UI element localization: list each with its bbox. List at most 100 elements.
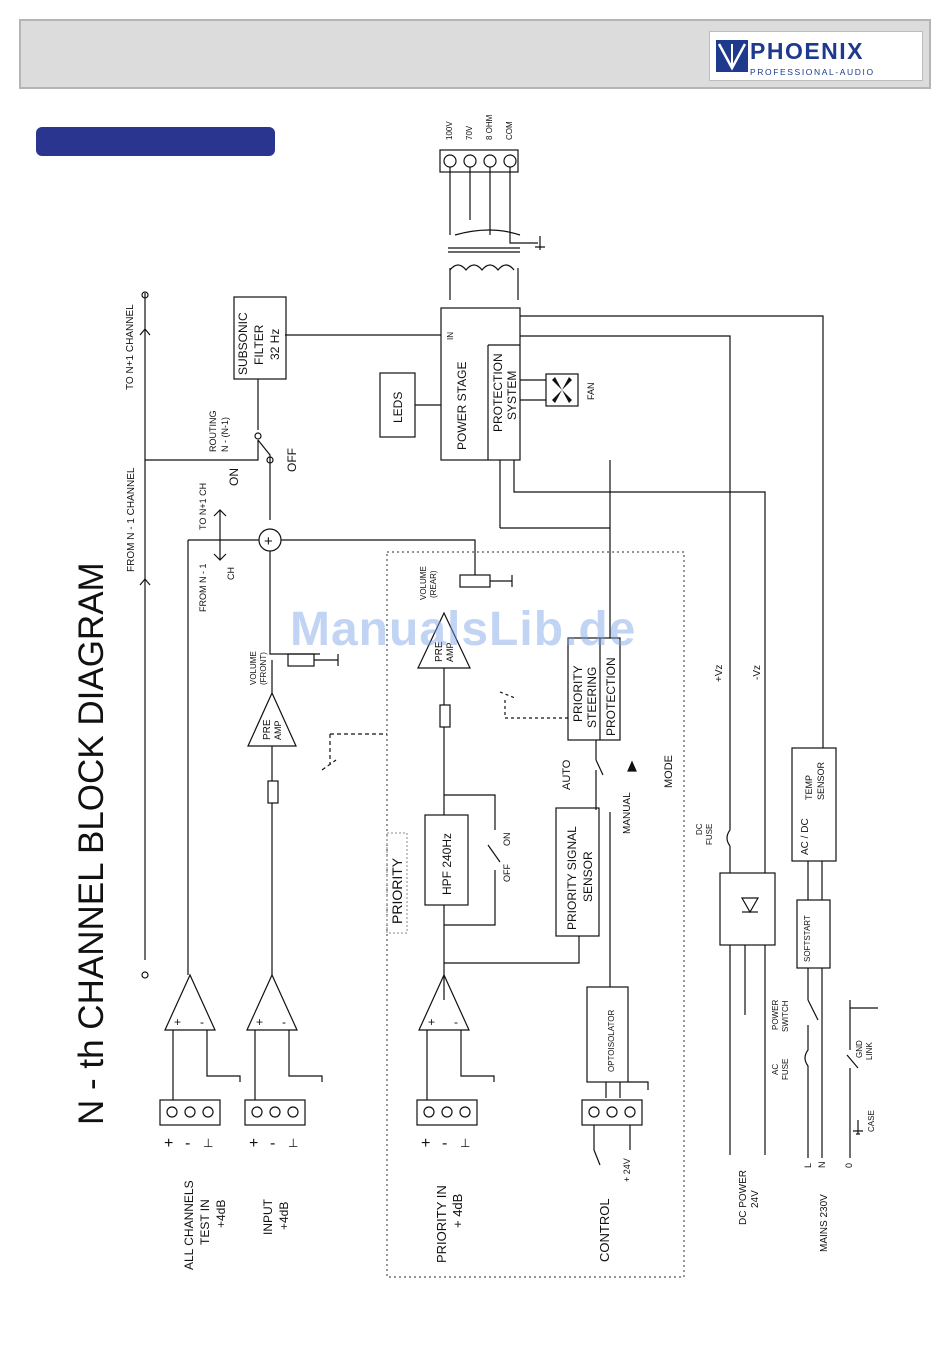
svg-text:IN: IN: [446, 332, 455, 340]
svg-text:CONTROL: CONTROL: [597, 1198, 612, 1262]
svg-text:CASE: CASE: [867, 1110, 876, 1132]
svg-text:MODE: MODE: [663, 755, 675, 788]
svg-text:STEERING: STEERING: [585, 667, 599, 728]
svg-text:ROUTING: ROUTING: [208, 411, 218, 453]
svg-text:-: -: [270, 1135, 275, 1152]
section-tab: [36, 127, 275, 156]
svg-text:MANUAL: MANUAL: [622, 792, 633, 834]
diagram-labels: N - th CHANNEL BLOCK DIAGRAM 100V 70V 8 …: [72, 114, 876, 1270]
svg-text:COM: COM: [505, 121, 514, 140]
svg-text:AC / DC: AC / DC: [800, 818, 811, 855]
svg-text:POWER: POWER: [771, 1000, 780, 1030]
svg-text:⊥: ⊥: [203, 1136, 213, 1150]
svg-text:FUSE: FUSE: [705, 824, 714, 845]
svg-text:(REAR): (REAR): [429, 570, 438, 598]
svg-text:OPTOISOLATOR: OPTOISOLATOR: [607, 1010, 616, 1072]
svg-text:PRIORITY: PRIORITY: [389, 857, 405, 924]
svg-text:SYSTEM: SYSTEM: [505, 371, 519, 420]
svg-text:FROM N - 1 CHANNEL: FROM N - 1 CHANNEL: [126, 467, 137, 572]
brand-logo[interactable]: PHOENIX PROFESSIONAL-AUDIO: [709, 31, 923, 81]
svg-text:+: +: [256, 1015, 263, 1029]
fan-icon: [552, 377, 572, 403]
svg-text:PRIORITY SIGNAL: PRIORITY SIGNAL: [565, 826, 579, 930]
svg-text:SENSOR: SENSOR: [816, 761, 826, 800]
svg-text:+4dB: +4dB: [214, 1200, 228, 1228]
svg-text:POWER STAGE: POWER STAGE: [455, 362, 469, 450]
svg-text:OFF: OFF: [285, 448, 299, 472]
svg-text:FROM N - 1: FROM N - 1: [198, 564, 208, 613]
svg-text:+ 4dB: + 4dB: [450, 1194, 465, 1228]
svg-text:70V: 70V: [465, 125, 474, 140]
header-bar: PHOENIX PROFESSIONAL-AUDIO: [19, 19, 931, 89]
svg-text:ON: ON: [227, 468, 241, 486]
svg-text:OFF: OFF: [502, 864, 512, 882]
svg-text:ALL CHANNELS: ALL CHANNELS: [182, 1180, 196, 1270]
svg-text:INPUT: INPUT: [261, 1198, 275, 1235]
svg-text:-: -: [442, 1135, 447, 1152]
svg-text:VOLUME: VOLUME: [249, 651, 258, 685]
svg-text:ON: ON: [502, 833, 512, 847]
svg-text:+: +: [249, 1135, 258, 1152]
svg-text:GND: GND: [855, 1040, 864, 1058]
svg-text:TO N+1 CHANNEL: TO N+1 CHANNEL: [125, 304, 136, 390]
svg-text:FUSE: FUSE: [781, 1059, 790, 1080]
svg-text:+: +: [164, 1135, 173, 1152]
svg-text:HPF 240Hz: HPF 240Hz: [440, 833, 454, 895]
svg-text:N: N: [817, 1162, 827, 1169]
svg-text:PRE: PRE: [262, 719, 273, 740]
svg-text:TEST IN: TEST IN: [198, 1199, 212, 1245]
brand-tagline: PROFESSIONAL-AUDIO: [750, 67, 875, 77]
svg-text:AMP: AMP: [273, 720, 283, 740]
svg-text:TEMP: TEMP: [804, 775, 814, 800]
svg-text:AC: AC: [771, 1064, 780, 1075]
svg-text:N - (N-1): N - (N-1): [220, 417, 230, 452]
svg-text:VOLUME: VOLUME: [419, 566, 428, 600]
svg-text:⊥: ⊥: [288, 1136, 298, 1150]
svg-text:32 Hz: 32 Hz: [268, 329, 282, 360]
svg-text:(FRONT): (FRONT): [259, 652, 268, 685]
svg-text:SUBSONIC: SUBSONIC: [236, 312, 250, 375]
svg-text:+: +: [421, 1135, 430, 1152]
svg-text:+: +: [264, 533, 273, 550]
svg-text:PROTECTION: PROTECTION: [491, 353, 505, 432]
svg-text:-: -: [185, 1135, 190, 1152]
svg-text:-: -: [200, 1015, 204, 1029]
svg-text:L: L: [803, 1163, 813, 1168]
svg-text:100V: 100V: [445, 121, 454, 140]
svg-text:PRIORITY IN: PRIORITY IN: [434, 1185, 449, 1263]
svg-text:LEDS: LEDS: [391, 392, 405, 423]
svg-text:0: 0: [844, 1163, 854, 1168]
svg-text:24V: 24V: [750, 1190, 761, 1208]
svg-text:+: +: [174, 1015, 181, 1029]
watermark: ManualsLib.de: [290, 603, 637, 656]
svg-text:+4dB: +4dB: [277, 1202, 291, 1230]
svg-text:SENSOR: SENSOR: [581, 851, 595, 902]
svg-text:8 OHM: 8 OHM: [485, 114, 494, 140]
brand-name: PHOENIX: [750, 38, 865, 64]
svg-text:TO N+1 CH: TO N+1 CH: [198, 483, 208, 530]
svg-text:PRIORITY: PRIORITY: [571, 665, 585, 722]
svg-text:AUTO: AUTO: [561, 759, 573, 790]
svg-text:MAINS 230V: MAINS 230V: [819, 1194, 830, 1252]
svg-text:AMP: AMP: [445, 642, 455, 662]
diagram-title: N - th CHANNEL BLOCK DIAGRAM: [72, 562, 111, 1125]
svg-text:PROTECTION: PROTECTION: [604, 657, 618, 736]
svg-text:PRE: PRE: [434, 641, 445, 662]
svg-text:+: +: [428, 1015, 435, 1029]
svg-text:-Vz: -Vz: [752, 665, 763, 680]
svg-text:FILTER: FILTER: [252, 324, 266, 365]
phoenix-logo-icon: [716, 40, 748, 72]
svg-text:SOFTSTART: SOFTSTART: [803, 915, 812, 962]
svg-text:DC: DC: [695, 823, 704, 835]
svg-text:-: -: [454, 1015, 458, 1029]
svg-text:-: -: [282, 1015, 286, 1029]
svg-text:LINK: LINK: [865, 1042, 874, 1060]
svg-text:+Vz: +Vz: [714, 664, 725, 682]
svg-text:⊥: ⊥: [460, 1136, 470, 1150]
svg-text:DC POWER: DC POWER: [738, 1170, 749, 1225]
svg-text:SWITCH: SWITCH: [781, 1000, 790, 1032]
svg-text:CH: CH: [226, 567, 236, 580]
svg-text:+ 24V: + 24V: [622, 1158, 632, 1182]
svg-text:FAN: FAN: [586, 382, 596, 400]
